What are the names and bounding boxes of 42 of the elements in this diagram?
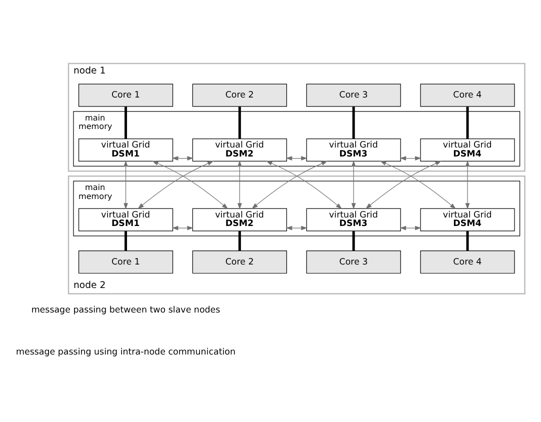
arrow: [238, 160, 242, 210]
arrow: [380, 160, 456, 210]
node-box: Core 3: [306, 250, 401, 274]
arrow: [172, 226, 194, 230]
arrow: [138, 160, 214, 209]
node-box: virtual Grid DSM2: [192, 138, 287, 162]
arrow: [400, 226, 422, 230]
node-box: virtual Grid DSM1: [78, 138, 174, 162]
connector: [352, 231, 355, 251]
arrow: [465, 160, 470, 210]
node-box: Core 2: [192, 250, 287, 274]
node-box: virtual Grid DSM2: [192, 208, 287, 232]
node-box: virtual Grid DSM3: [306, 208, 401, 232]
arrow: [266, 160, 342, 210]
node-box: Core 2: [192, 84, 287, 107]
node-box: virtual Grid DSM1: [78, 208, 174, 232]
node-box: Core 1: [78, 250, 174, 274]
connector: [124, 106, 128, 139]
legend-label: message passing using intra-node communication: [16, 348, 236, 358]
arrow: [351, 160, 356, 210]
arrow: [152, 160, 228, 210]
arrow: [286, 226, 308, 230]
node-box: Core 3: [306, 84, 401, 107]
node-box: virtual Grid DSM4: [420, 208, 515, 232]
connector: [238, 231, 241, 251]
arrow: [172, 156, 194, 161]
arrow: [366, 160, 442, 209]
node-box: Core 4: [420, 250, 515, 274]
node-box: virtual Grid DSM4: [420, 138, 515, 162]
arrow: [252, 160, 328, 209]
node-box: Core 1: [78, 84, 174, 107]
connector: [466, 106, 469, 139]
connector: [238, 106, 241, 139]
connector: [466, 231, 469, 251]
node-box: virtual Grid DSM3: [306, 138, 401, 162]
arrow: [400, 156, 422, 161]
connector: [124, 231, 128, 251]
arrow: [286, 156, 308, 161]
arrow: [124, 160, 128, 210]
node-box: Core 4: [420, 84, 515, 107]
legend-label: message passing between two slave nodes: [31, 305, 220, 316]
connector: [352, 106, 355, 139]
